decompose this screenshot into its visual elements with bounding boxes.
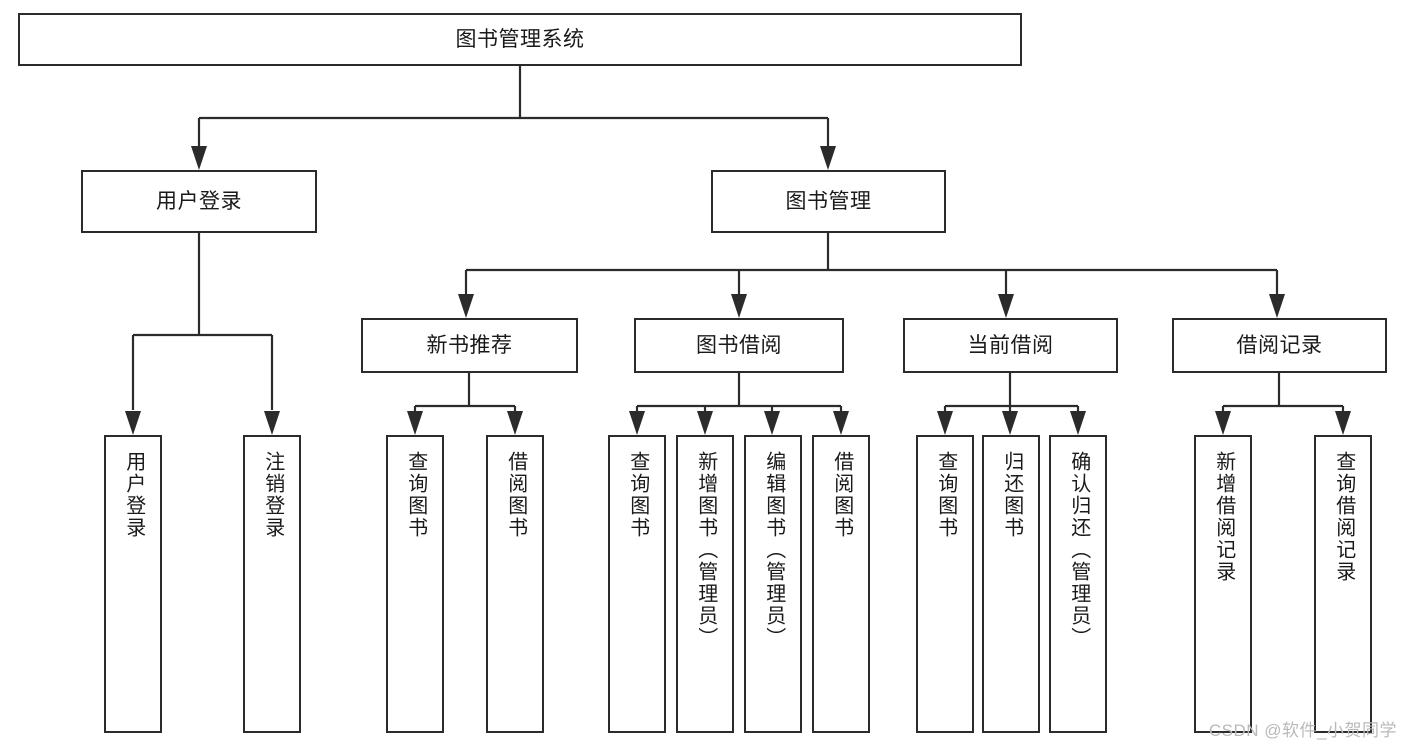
node-leaf-cur-confirm-label: 确认归还（管理员） bbox=[1067, 451, 1090, 649]
node-new-book-rec[interactable]: 新书推荐 bbox=[361, 318, 578, 373]
arrow-leaf-borrow-add-icon bbox=[697, 411, 713, 435]
arrow-leaf-rec-query-icon bbox=[407, 411, 423, 435]
arrow-leaf-user-login-icon bbox=[125, 411, 141, 435]
node-leaf-rec-add[interactable]: 新增借阅记录 bbox=[1194, 435, 1252, 733]
node-leaf-cur-query[interactable]: 查询图书 bbox=[916, 435, 974, 733]
arrow-new-book-rec-icon bbox=[458, 294, 474, 318]
arrow-leaf-rec-borrow-icon bbox=[507, 411, 523, 435]
node-borrow-record[interactable]: 借阅记录 bbox=[1172, 318, 1387, 373]
arrow-current-borrow-icon bbox=[998, 294, 1014, 318]
node-leaf-user-logout-label: 注销登录 bbox=[261, 451, 284, 539]
arrow-user-login-icon bbox=[191, 146, 207, 170]
node-leaf-cur-return[interactable]: 归还图书 bbox=[982, 435, 1040, 733]
node-leaf-rec-search-label: 查询借阅记录 bbox=[1332, 451, 1355, 583]
arrow-book-manage-icon bbox=[820, 146, 836, 170]
node-leaf-rec-add-label: 新增借阅记录 bbox=[1212, 451, 1235, 583]
arrow-leaf-cur-confirm-icon bbox=[1070, 411, 1086, 435]
node-leaf-borrow-add[interactable]: 新增图书（管理员） bbox=[676, 435, 734, 733]
node-leaf-borrow-edit[interactable]: 编辑图书（管理员） bbox=[744, 435, 802, 733]
node-root-title-label: 图书管理系统 bbox=[455, 27, 585, 51]
node-borrow-record-label: 借阅记录 bbox=[1236, 333, 1323, 357]
node-leaf-cur-query-label: 查询图书 bbox=[934, 451, 957, 539]
node-new-book-rec-label: 新书推荐 bbox=[426, 333, 513, 357]
node-leaf-cur-return-label: 归还图书 bbox=[1000, 451, 1023, 539]
arrow-leaf-borrow-lend-icon bbox=[833, 411, 849, 435]
node-leaf-borrow-query-label: 查询图书 bbox=[626, 451, 649, 539]
watermark: CSDN @软件_小贺同学 bbox=[1208, 721, 1397, 740]
node-leaf-borrow-add-label: 新增图书（管理员） bbox=[694, 451, 717, 649]
node-leaf-rec-search[interactable]: 查询借阅记录 bbox=[1314, 435, 1372, 733]
node-leaf-user-login-label: 用户登录 bbox=[122, 451, 145, 539]
node-leaf-rec-query[interactable]: 查询图书 bbox=[386, 435, 444, 733]
node-user-login-label: 用户登录 bbox=[156, 189, 242, 213]
arrow-leaf-cur-query-icon bbox=[937, 411, 953, 435]
arrow-leaf-borrow-edit-icon bbox=[764, 411, 780, 435]
node-root-title[interactable]: 图书管理系统 bbox=[18, 13, 1022, 66]
node-current-borrow-label: 当前借阅 bbox=[967, 333, 1054, 357]
node-leaf-borrow-query[interactable]: 查询图书 bbox=[608, 435, 666, 733]
node-book-manage-label: 图书管理 bbox=[785, 189, 872, 213]
node-leaf-user-logout[interactable]: 注销登录 bbox=[243, 435, 301, 733]
arrow-borrow-record-icon bbox=[1269, 294, 1285, 318]
arrow-book-borrow-icon bbox=[731, 294, 747, 318]
node-current-borrow[interactable]: 当前借阅 bbox=[903, 318, 1118, 373]
node-leaf-rec-borrow-label: 借阅图书 bbox=[504, 451, 527, 539]
arrow-leaf-recd-search-icon bbox=[1335, 411, 1351, 435]
node-leaf-borrow-lend[interactable]: 借阅图书 bbox=[812, 435, 870, 733]
node-leaf-rec-query-label: 查询图书 bbox=[404, 451, 427, 539]
node-user-login[interactable]: 用户登录 bbox=[81, 170, 317, 233]
arrow-leaf-user-logout-icon bbox=[264, 411, 280, 435]
node-leaf-cur-confirm[interactable]: 确认归还（管理员） bbox=[1049, 435, 1107, 733]
node-leaf-borrow-lend-label: 借阅图书 bbox=[830, 451, 853, 539]
arrow-leaf-borrow-query-icon bbox=[629, 411, 645, 435]
node-book-borrow[interactable]: 图书借阅 bbox=[634, 318, 844, 373]
node-leaf-borrow-edit-label: 编辑图书（管理员） bbox=[762, 451, 785, 649]
node-leaf-user-login[interactable]: 用户登录 bbox=[104, 435, 162, 733]
arrow-leaf-recd-add-icon bbox=[1215, 411, 1231, 435]
node-book-manage[interactable]: 图书管理 bbox=[711, 170, 946, 233]
node-leaf-rec-borrow[interactable]: 借阅图书 bbox=[486, 435, 544, 733]
arrow-leaf-cur-return-icon bbox=[1002, 411, 1018, 435]
node-book-borrow-label: 图书借阅 bbox=[696, 333, 782, 357]
